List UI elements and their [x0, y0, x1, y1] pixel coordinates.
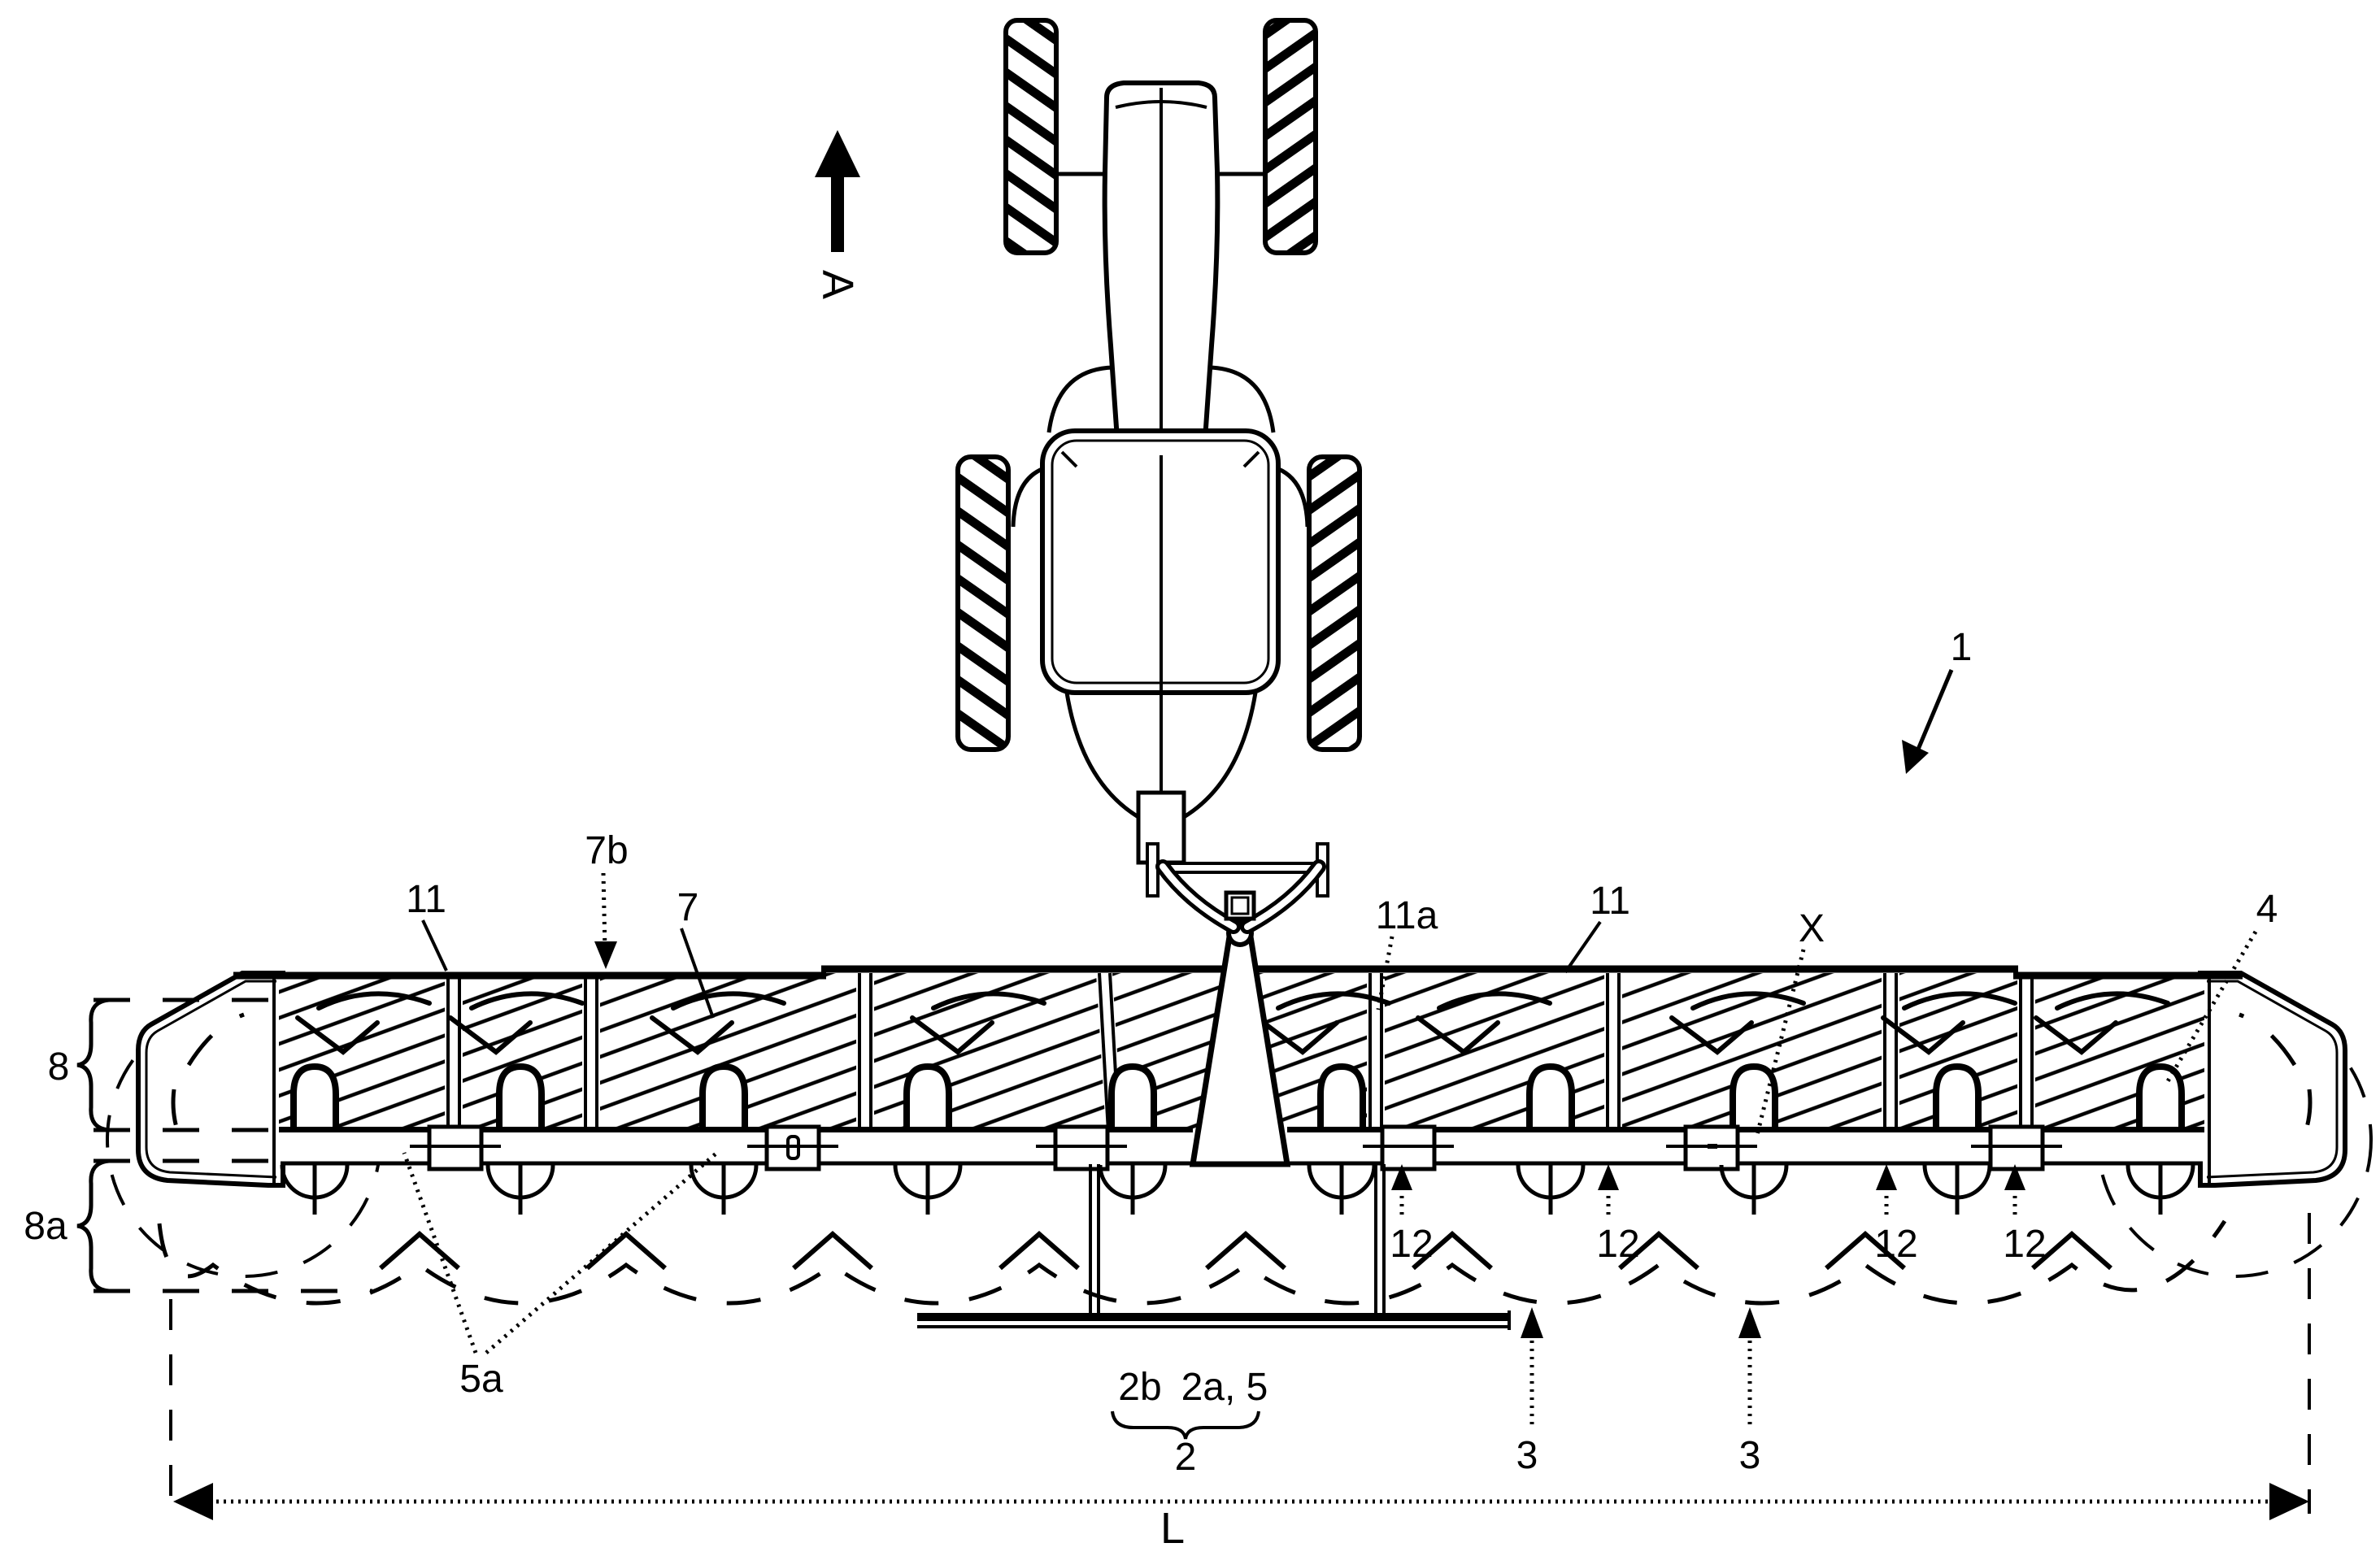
label-12-b: 12: [1596, 1223, 1639, 1266]
section-divider: [1603, 971, 1624, 1133]
tine: [1112, 1067, 1154, 1132]
right-end-cap: [2198, 971, 2347, 1188]
rotor-hubs: [282, 1165, 2193, 1215]
section-divider: [581, 971, 602, 1133]
label-11a: 11a: [1376, 894, 1438, 937]
tine: [1733, 1067, 1775, 1132]
tine: [1321, 1067, 1363, 1132]
tine: [703, 1067, 745, 1132]
label-5a: 5a: [459, 1358, 503, 1401]
tine: [2139, 1067, 2182, 1132]
label-11-right: 11: [1590, 880, 1630, 923]
label-7: 7: [677, 886, 699, 929]
section-divider: [443, 971, 464, 1133]
dimension-8a: 8a: [24, 1158, 372, 1293]
tine: [1936, 1067, 1978, 1132]
tine: [294, 1067, 336, 1132]
tine: [907, 1067, 949, 1132]
label-8: 8: [48, 1045, 70, 1089]
label-direction-A: A: [813, 270, 862, 299]
label-L: L: [1160, 1504, 1185, 1553]
v-drawbar: [1155, 859, 1326, 934]
rear-wheel-right: [1307, 454, 1362, 752]
label-7b: 7b: [585, 829, 628, 872]
swath-dashed-arcs: [157, 1219, 2227, 1306]
hitch-crossbar: [1146, 842, 1329, 898]
front-wheel-left: [1003, 18, 1059, 255]
tine: [1529, 1067, 1572, 1132]
rear-wheel-left: [955, 454, 1011, 752]
label-12-d: 12: [2003, 1223, 2046, 1266]
tractor: [955, 18, 1362, 934]
section-divider: [2016, 971, 2037, 1133]
label-4: 4: [2256, 888, 2278, 931]
underbrace-2: [1111, 1410, 1260, 1440]
dimension-L: L: [169, 1213, 2311, 1553]
front-wheel-right: [1263, 18, 1318, 255]
cap-inner-dashed-arcs: [171, 1012, 2313, 1141]
label-11-left: 11: [406, 878, 446, 921]
swath-frame: [917, 1164, 1511, 1330]
hood: [1102, 80, 1220, 457]
reference-labels: 1 7b 11 7 11a 11 X 4 5a 2b 2a, 5 2: [402, 626, 2278, 1479]
label-3-right: 3: [1739, 1434, 1761, 1477]
section-divider: [1880, 971, 1901, 1133]
label-12-a: 12: [1390, 1223, 1433, 1266]
dimension-8: 8: [48, 997, 295, 1132]
label-2a5: 2a, 5: [1181, 1366, 1268, 1409]
section-divider: [855, 971, 876, 1133]
label-2: 2: [1175, 1436, 1197, 1479]
label-3-left: 3: [1516, 1434, 1538, 1477]
tine: [499, 1067, 542, 1132]
label-X: X: [1799, 907, 1825, 950]
label-2b: 2b: [1118, 1366, 1161, 1409]
drawbar-housing: [1136, 790, 1186, 865]
left-end-cap: [136, 971, 285, 1188]
label-1: 1: [1951, 626, 1973, 669]
travel-direction-arrow-icon: A: [813, 130, 862, 299]
label-12-c: 12: [1874, 1223, 1917, 1266]
label-8a: 8a: [24, 1205, 67, 1248]
